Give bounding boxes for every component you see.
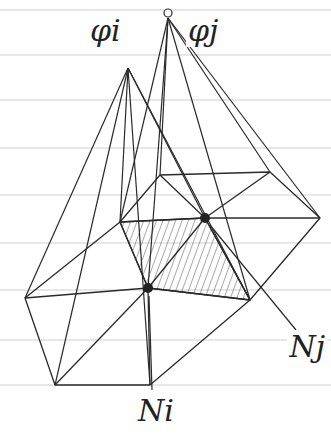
mesh <box>25 172 320 385</box>
math-label: φi <box>88 14 123 47</box>
math-label: Nj <box>287 330 327 363</box>
leader-lines <box>149 225 296 390</box>
math-label: φj <box>186 14 220 47</box>
notebook-lines <box>0 10 331 385</box>
node-dot <box>200 213 210 223</box>
pyramid-i <box>25 68 250 385</box>
pyramid-j <box>120 9 320 300</box>
node-dot <box>143 283 153 293</box>
math-label: Ni <box>136 394 176 427</box>
